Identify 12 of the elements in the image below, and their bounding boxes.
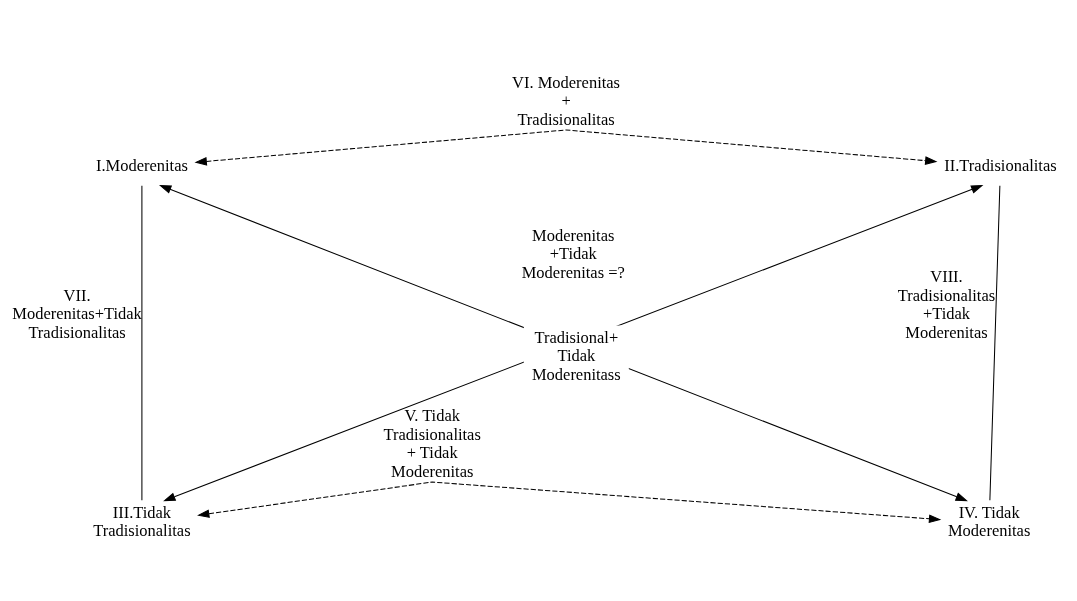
arrow — [194, 129, 938, 166]
edge-label: VIII. Tradisionalitas +Tidak Moderenitas — [897, 267, 996, 342]
connector — [989, 185, 1001, 501]
label: Moderenitas +Tidak Moderenitas =? — [521, 225, 625, 283]
node-text: IV. Tidak Moderenitas — [947, 502, 1031, 541]
edge-label: VI. Moderenitas + Tradisionalitas — [512, 72, 621, 129]
label: Tradisional+ Tidak Moderenitass — [531, 327, 621, 384]
edge-label: V. Tidak Tradisionalitas + Tidak Moderenitas — [383, 406, 481, 481]
arrow — [197, 481, 942, 524]
node-text: II.Tradisionalitas — [944, 155, 1057, 175]
node-text: I.Moderenitas — [95, 155, 188, 175]
node-text: III.Tidak Tradisionalitas — [93, 502, 191, 541]
